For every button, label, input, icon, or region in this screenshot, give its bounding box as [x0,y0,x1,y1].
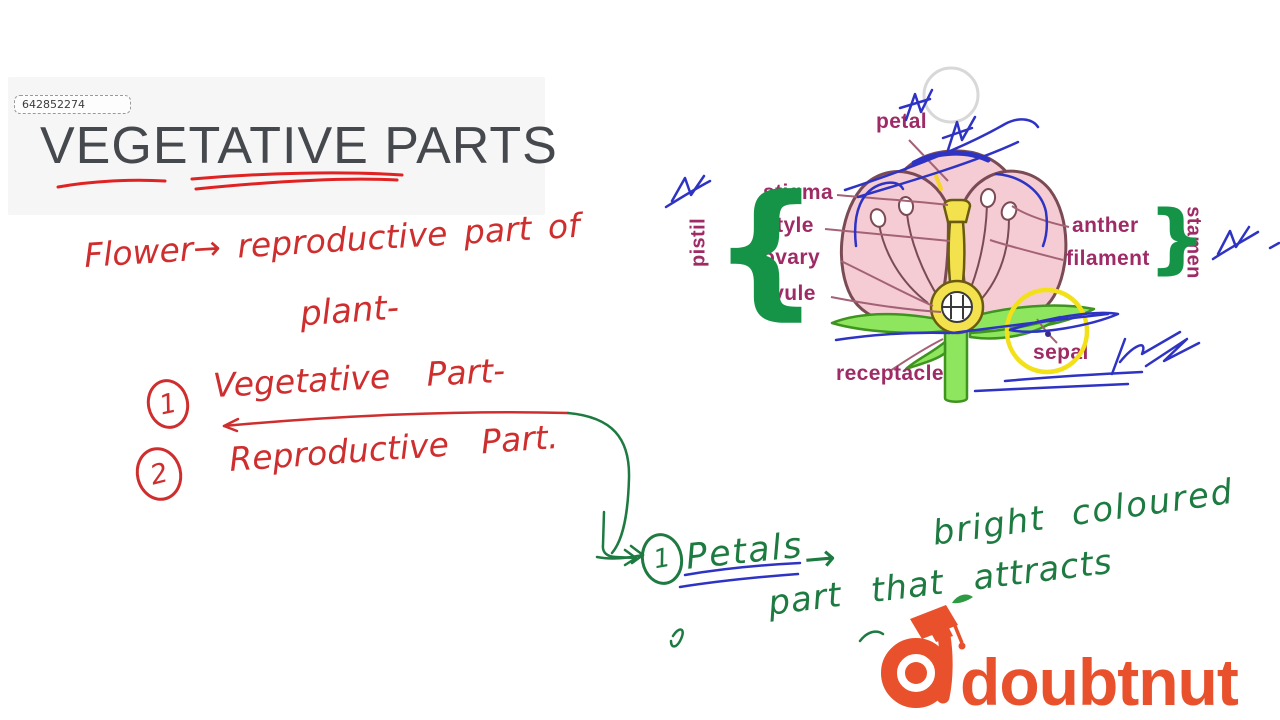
yellow-chalk-mark [934,174,943,191]
label-style: style [764,214,814,237]
note-flower-definition: Flower→ reproductive part of [83,205,581,275]
video-id-tag: 642852274 [14,95,131,114]
label-pistil: pistil [687,217,710,268]
list-item-reproductive-part: Reproductive Part. [228,417,560,479]
page-title: VEGETATIVE PARTS [40,117,558,175]
note-petals-term: Petals [684,525,806,578]
pistil-brace: { [711,164,821,334]
petals-arrow: → [802,534,838,582]
label-sepal: sepal [1033,341,1089,364]
stamen-filaments [878,204,1010,305]
doubtnut-logo-text: doubtnut [960,645,1239,719]
pistil-shape [929,198,985,335]
green-list-number-1: 1 [636,529,688,589]
list-item-vegetative-part: Vegetative Part- [212,350,506,405]
blue-pen-dot [1045,331,1051,337]
label-ovule: ovule [759,282,816,305]
label-filament: filament [1066,247,1150,270]
leader-lines [824,139,1070,372]
flower-petals [839,149,1068,326]
pointer-trace-circle [922,66,980,124]
list-number-1: 1 [142,375,194,433]
label-receptacle: receptacle [836,362,944,385]
stamen-brace: } [1147,193,1207,282]
anther-tips [869,188,1018,228]
ovule-shape [941,291,973,323]
label-stigma: stigma [763,181,834,204]
list-number-2: 2 [130,442,188,506]
label-ovary: ovary [762,246,821,269]
label-anther: anther [1072,214,1139,237]
note-flower-definition-line2: plant- [298,287,401,335]
note-petals-desc-line1: bright coloured [930,471,1237,554]
label-petal: petal [876,110,928,133]
